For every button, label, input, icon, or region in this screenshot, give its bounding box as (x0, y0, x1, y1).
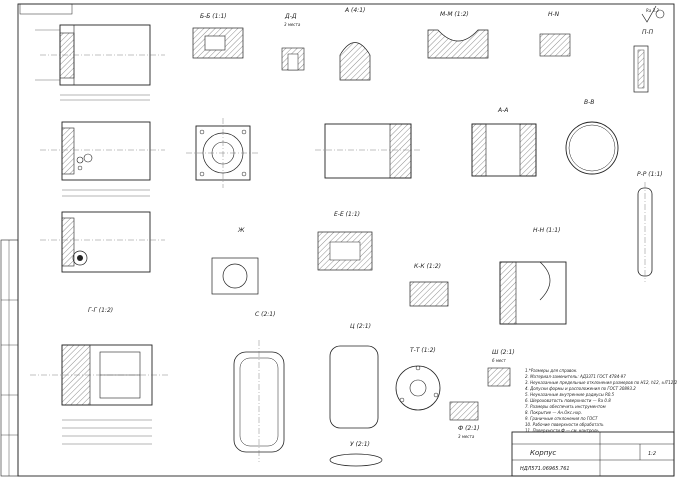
section-d-d-title: Д-Д (284, 13, 297, 20)
note-4: 4. Допуски формы и расположения по ГОСТ … (525, 386, 636, 391)
detail-sh-note: 6 мест (492, 358, 506, 363)
note-8: 8. Покрытие — Ан.Окс.нхр. (525, 410, 582, 415)
note-10: 10. Рабочие поверхности обработать (525, 422, 604, 427)
section-a-a-title: А-А (497, 107, 508, 114)
roughness-label: Ra 3.2 (646, 8, 659, 13)
left-margin-strip (0, 239, 19, 477)
view-zh: Ж (211, 227, 259, 295)
section-b-b: Б-Б (1:1) (192, 13, 244, 59)
title-block-sheet: 1:2 (648, 451, 656, 457)
detail-f-title: Ф (2:1) (458, 425, 479, 432)
view-zh-title: Ж (237, 227, 245, 234)
view-u-title: У (2:1) (350, 441, 370, 448)
section-e-e-title: Е-Е (1:1) (334, 211, 360, 218)
note-1: 1.*Размеры для справок. (525, 368, 578, 373)
title-block-doc-number: НДЛ571.06965.761 (520, 466, 570, 472)
note-7: 7. Размеры обеспечить инструментом (525, 404, 606, 409)
section-n-n-title: Н-N (548, 11, 560, 18)
section-r-r: Р-Р (1:1) (637, 171, 663, 282)
section-v-v-title: В-В (584, 99, 594, 106)
view-s-title: С (2:1) (255, 311, 275, 318)
section-e-e: Е-Е (1:1) (317, 211, 373, 271)
view-side (40, 211, 165, 273)
section-h-h: Н-Н (1:1) (499, 227, 567, 325)
note-11: 11. Поверхности Ф — см. контроль (525, 428, 599, 433)
note-3: 3. Неуказанные предельные отклонения раз… (525, 380, 678, 385)
section-n-n: Н-N (539, 11, 571, 57)
section-h-h-title: Н-Н (1:1) (533, 227, 560, 234)
section-r-r-title: Р-Р (1:1) (637, 171, 663, 178)
roughness-symbol: Ra 3.2 (641, 5, 665, 23)
view-right (315, 123, 420, 179)
view-top (35, 24, 165, 101)
note-6: 6. Шероховатость поверхности — Ra 0.8 (525, 398, 611, 403)
note-2: 2. Материал-заменитель: АД33Т1 ГОСТ 4784… (525, 374, 626, 379)
section-m-m: М-М (1:2) (427, 11, 489, 59)
view-ts-title: Ц (2:1) (350, 323, 371, 330)
note-9: 9. Граничные отклонения по ГОСТ (525, 416, 598, 421)
view-flange (186, 118, 260, 188)
view-s: С (2:1) (233, 311, 285, 462)
section-a-a: А-А (471, 107, 537, 177)
section-d-d: Д-Д 3 места (281, 13, 305, 71)
section-p-p: П-П (633, 29, 654, 93)
section-d-d-note: 3 места (284, 22, 301, 27)
section-t-t: Т-Т (1:2) (395, 347, 441, 411)
section-m-m-title: М-М (1:2) (440, 11, 469, 18)
view-ts: Ц (2:1) (329, 323, 379, 429)
section-v-v: В-В (565, 99, 619, 175)
detail-f-note: 3 места (458, 434, 475, 439)
title-block: Корпус НДЛ571.06965.761 1:2 (511, 431, 675, 477)
section-p-p-title: П-П (642, 29, 654, 36)
section-k-k-title: К-К (1:2) (414, 263, 441, 270)
detail-a-title: А (4:1) (344, 7, 365, 14)
technical-notes: 1.*Размеры для справок. 2. Материал-заме… (525, 368, 678, 433)
section-t-t-title: Т-Т (1:2) (410, 347, 436, 354)
section-g-g: Г-Г (1:2) (30, 307, 170, 445)
detail-sh: Ш (2:1) 6 мест (487, 349, 515, 387)
detail-sh-title: Ш (2:1) (492, 349, 515, 356)
rotated-stamp (19, 3, 73, 15)
detail-f: Ф (2:1) 3 места (449, 401, 479, 439)
view-front (40, 121, 165, 197)
view-u: У (2:1) (329, 441, 383, 467)
section-g-g-title: Г-Г (1:2) (88, 307, 113, 314)
section-b-b-title: Б-Б (1:1) (200, 13, 227, 20)
note-5: 5. Неуказанные внутренние радиусы R0.5 (525, 392, 615, 397)
detail-a: А (4:1) (339, 7, 371, 81)
title-block-name: Корпус (530, 449, 556, 457)
section-k-k: К-К (1:2) (409, 263, 449, 307)
